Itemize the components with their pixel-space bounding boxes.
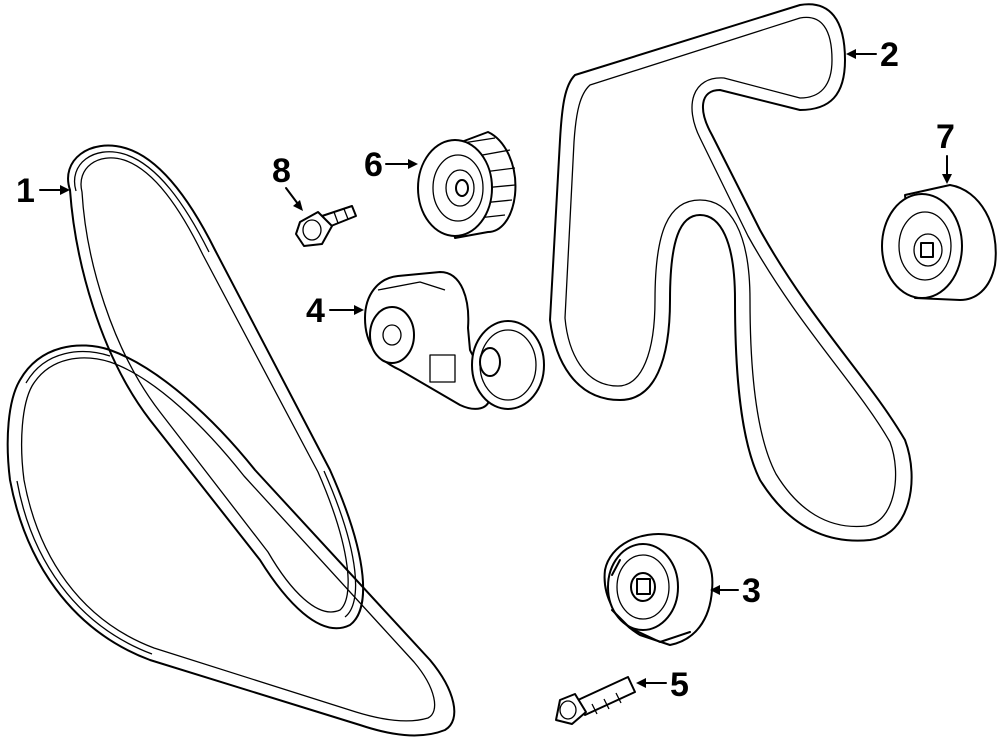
callout-number: 6 xyxy=(364,146,383,184)
tensioner-4[interactable] xyxy=(364,271,545,410)
belt-1[interactable] xyxy=(6,144,456,737)
smooth-pulley-7[interactable] xyxy=(881,184,997,301)
bolt-5[interactable] xyxy=(555,676,636,725)
callout-5: 5 xyxy=(636,666,689,704)
callout-number: 3 xyxy=(742,572,761,610)
bolt-8[interactable] xyxy=(295,205,357,247)
callout-number: 5 xyxy=(670,666,689,704)
callout-6: 6 xyxy=(364,146,418,184)
idler-pulley-3[interactable] xyxy=(603,533,714,646)
callout-2: 2 xyxy=(846,36,899,74)
callout-number: 8 xyxy=(272,152,291,190)
callout-4: 4 xyxy=(306,292,364,330)
callout-3: 3 xyxy=(710,572,761,610)
callout-1: 1 xyxy=(16,172,70,210)
callout-number: 2 xyxy=(880,36,899,74)
callout-number: 1 xyxy=(16,172,35,210)
grooved-pulley-6[interactable] xyxy=(417,131,517,239)
callout-number: 7 xyxy=(936,118,955,156)
callout-number: 4 xyxy=(306,292,325,330)
callout-8: 8 xyxy=(272,152,303,211)
belt-2[interactable] xyxy=(549,3,913,542)
callout-7: 7 xyxy=(936,118,955,184)
